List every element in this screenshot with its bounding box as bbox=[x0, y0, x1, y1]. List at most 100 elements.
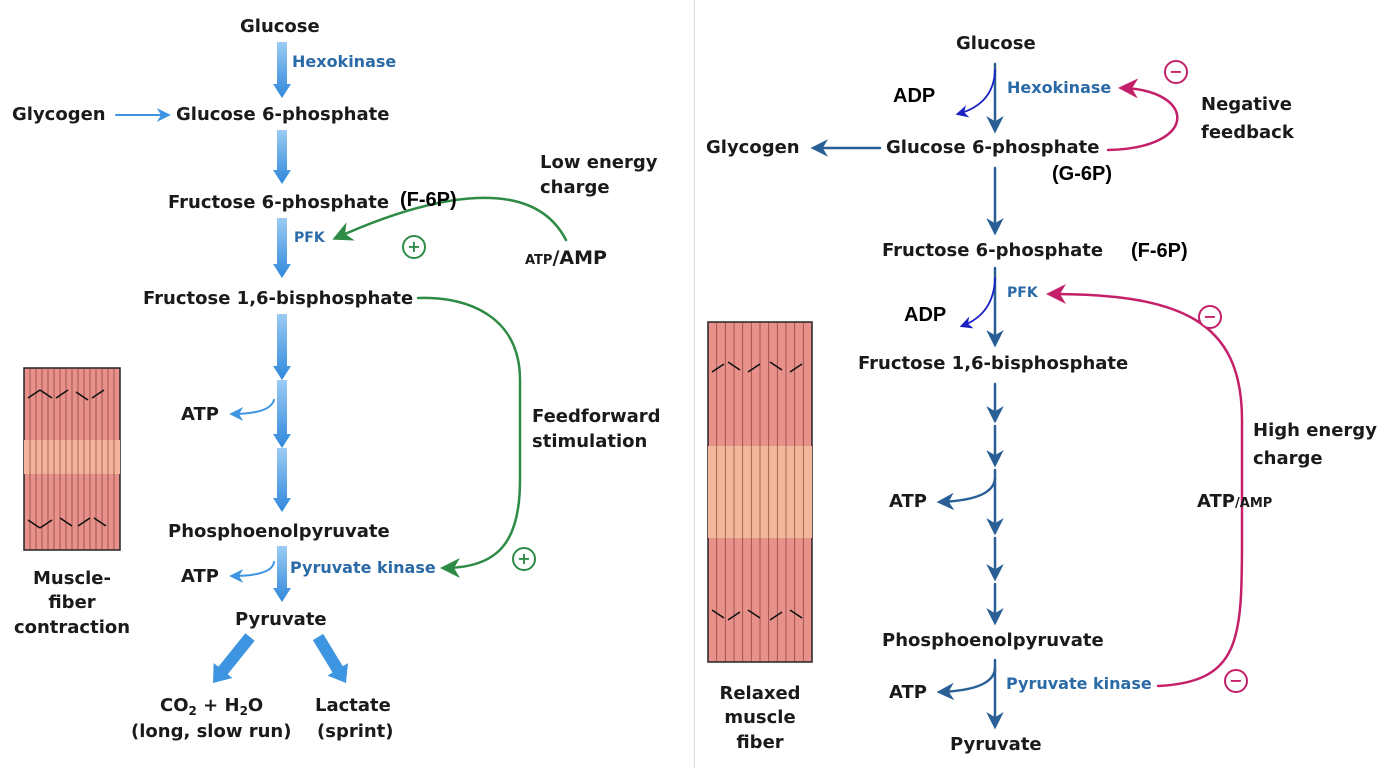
left-fiber-crossbridge bbox=[27, 519, 41, 529]
left-plus-sign-pyruvate-kinase-text: + bbox=[517, 549, 530, 568]
right-arrow-atp-1 bbox=[936, 476, 997, 511]
left-glycogen-label: Glycogen bbox=[12, 104, 106, 125]
left-arrow-glucose-to-g6p bbox=[273, 42, 291, 98]
right-arrow-adp-1 bbox=[955, 69, 996, 118]
right-minus-sign-pfk-text: − bbox=[1203, 307, 1216, 326]
left-fiber-crossbridge bbox=[39, 519, 53, 529]
left-low-energy-line1: Low energy bbox=[540, 152, 658, 173]
left-muscle-caption-line1: Muscle- bbox=[33, 568, 111, 589]
right-minus-sign-pyruvate-kinase-circle bbox=[1224, 669, 1248, 693]
left-muscle-caption-line3: contraction bbox=[13, 616, 131, 638]
left-fiber-crossbridge bbox=[91, 389, 105, 399]
left-fiber-crossbridge bbox=[93, 517, 107, 527]
left-pep-label: Phosphoenolpyruvate bbox=[168, 521, 390, 542]
left-fiber-crossbridge bbox=[27, 389, 41, 399]
right-high-energy-inhibition-arrow bbox=[1046, 284, 1244, 688]
left-arrow-f16bp-step2 bbox=[273, 380, 291, 448]
left-pfk-label: PFK bbox=[294, 230, 325, 246]
right-negative-feedback-line1: Negative bbox=[1201, 94, 1293, 115]
left-sprint-label: (sprint) bbox=[317, 721, 394, 742]
left-atp-1: ATP bbox=[181, 404, 220, 425]
right-g6p-label: Glucose 6-phosphate bbox=[886, 137, 1100, 158]
right-high-energy-line1: High energy bbox=[1253, 420, 1377, 441]
right-f6p-abbreviation: (F-6P) bbox=[1131, 240, 1188, 262]
right-minus-sign-hexokinase-text: − bbox=[1169, 62, 1182, 81]
co2-subscript: 2 bbox=[188, 704, 197, 718]
left-low-energy-stimulation-arrow bbox=[332, 196, 568, 242]
left-feedforward-line2: stimulation bbox=[532, 431, 648, 452]
co2-text: CO bbox=[160, 695, 189, 716]
left-plus-sign-pfk-circle bbox=[402, 235, 426, 259]
right-adp-1: ADP bbox=[893, 85, 936, 107]
left-lactate-label: Lactate bbox=[315, 695, 391, 716]
right-fiber-crossbridge bbox=[727, 361, 741, 371]
left-atp-amp-ratio: ATP/AMP bbox=[525, 249, 607, 268]
right-g6p-abbreviation: (G-6P) bbox=[1052, 163, 1112, 185]
right-arrow-adp-2 bbox=[959, 277, 996, 329]
h2o-text: + H bbox=[196, 695, 240, 716]
right-fiber-crossbridge bbox=[769, 361, 783, 371]
left-pyruvate-kinase-label: Pyruvate kinase bbox=[290, 558, 436, 577]
left-low-energy-line2: charge bbox=[540, 177, 610, 198]
left-f16bp-label: Fructose 1,6-bisphosphate bbox=[143, 288, 414, 309]
right-atp-1: ATP bbox=[889, 491, 928, 512]
left-feedforward-stimulation-arrow bbox=[416, 296, 522, 578]
right-atp-2: ATP bbox=[889, 682, 928, 703]
left-f6p-label: Fructose 6-phosphate bbox=[168, 192, 390, 213]
left-arrow-f16bp-step3 bbox=[273, 448, 291, 512]
right-fiber-crossbridge bbox=[747, 363, 761, 373]
right-high-energy-line2: charge bbox=[1253, 448, 1323, 469]
left-f6p-abbreviation: (F-6P) bbox=[400, 189, 457, 211]
left-atp-small: ATP bbox=[525, 253, 553, 268]
right-fiber-crossbridge bbox=[711, 363, 725, 373]
h2o-subscript: 2 bbox=[239, 704, 248, 718]
left-atp-2: ATP bbox=[181, 566, 220, 587]
left-muscle-caption: Muscle- fiber contraction bbox=[10, 567, 134, 640]
left-plus-sign-pyruvate-kinase-circle bbox=[512, 547, 536, 571]
left-feedforward-line1: Feedforward bbox=[532, 406, 661, 427]
left-hexokinase-label: Hexokinase bbox=[292, 52, 397, 71]
right-negative-feedback-line2: feedback bbox=[1201, 122, 1294, 143]
right-fiber-crossbridge bbox=[727, 611, 741, 621]
left-glucose-label: Glucose bbox=[240, 16, 320, 37]
right-atp-text: ATP bbox=[1197, 491, 1236, 512]
right-negative-feedback-arrow bbox=[1106, 78, 1179, 152]
right-f16bp-label: Fructose 1,6-bisphosphate bbox=[858, 353, 1129, 374]
right-amp-small: /AMP bbox=[1235, 496, 1273, 511]
right-fiber-crossbridge bbox=[789, 363, 803, 373]
right-minus-sign-hexokinase-circle bbox=[1164, 60, 1188, 84]
right-f6p-label: Fructose 6-phosphate bbox=[882, 240, 1104, 261]
right-pyruvate-label: Pyruvate bbox=[950, 734, 1042, 755]
right-pyruvate-kinase-label: Pyruvate kinase bbox=[1006, 674, 1152, 693]
right-relaxed-caption-line2: muscle bbox=[724, 707, 796, 729]
right-pfk-label: PFK bbox=[1007, 285, 1038, 301]
left-g6p-label: Glucose 6-phosphate bbox=[176, 104, 390, 125]
left-fiber-crossbridge bbox=[75, 391, 89, 401]
h2o-text-o: O bbox=[247, 695, 264, 716]
right-fiber-crossbridge bbox=[747, 609, 761, 619]
right-adp-2: ADP bbox=[904, 304, 947, 326]
left-long-run-label: (long, slow run) bbox=[131, 721, 292, 742]
left-arrow-pep-to-pyruvate bbox=[273, 546, 291, 602]
right-minus-sign-pfk-circle bbox=[1198, 305, 1222, 329]
left-fiber-crossbridge bbox=[55, 389, 69, 399]
panel-divider bbox=[694, 0, 695, 768]
right-pep-label: Phosphoenolpyruvate bbox=[882, 630, 1104, 651]
left-arrow-g6p-to-f6p bbox=[273, 130, 291, 184]
right-fiber-crossbridge bbox=[711, 609, 725, 619]
left-fiber-crossbridge bbox=[39, 389, 53, 399]
right-relaxed-caption-line1: Relaxed bbox=[719, 683, 801, 704]
right-fiber-crossbridge bbox=[789, 609, 803, 619]
left-arrow-pyruvate-to-lactate bbox=[312, 633, 348, 683]
left-fiber-crossbridge bbox=[77, 517, 91, 527]
left-co2-h2o-label: CO2 + H2O bbox=[160, 695, 264, 718]
left-arrow-f6p-to-f16bp bbox=[273, 218, 291, 278]
right-fiber-crossbridge bbox=[769, 611, 783, 621]
left-arrow-f16bp-step1 bbox=[273, 314, 291, 380]
left-muscle-caption-line2: fiber bbox=[48, 592, 96, 614]
right-glucose-label: Glucose bbox=[956, 33, 1036, 54]
left-arrow-atp-2 bbox=[229, 561, 275, 583]
left-amp: /AMP bbox=[552, 247, 607, 269]
left-arrow-atp-1 bbox=[229, 399, 275, 421]
